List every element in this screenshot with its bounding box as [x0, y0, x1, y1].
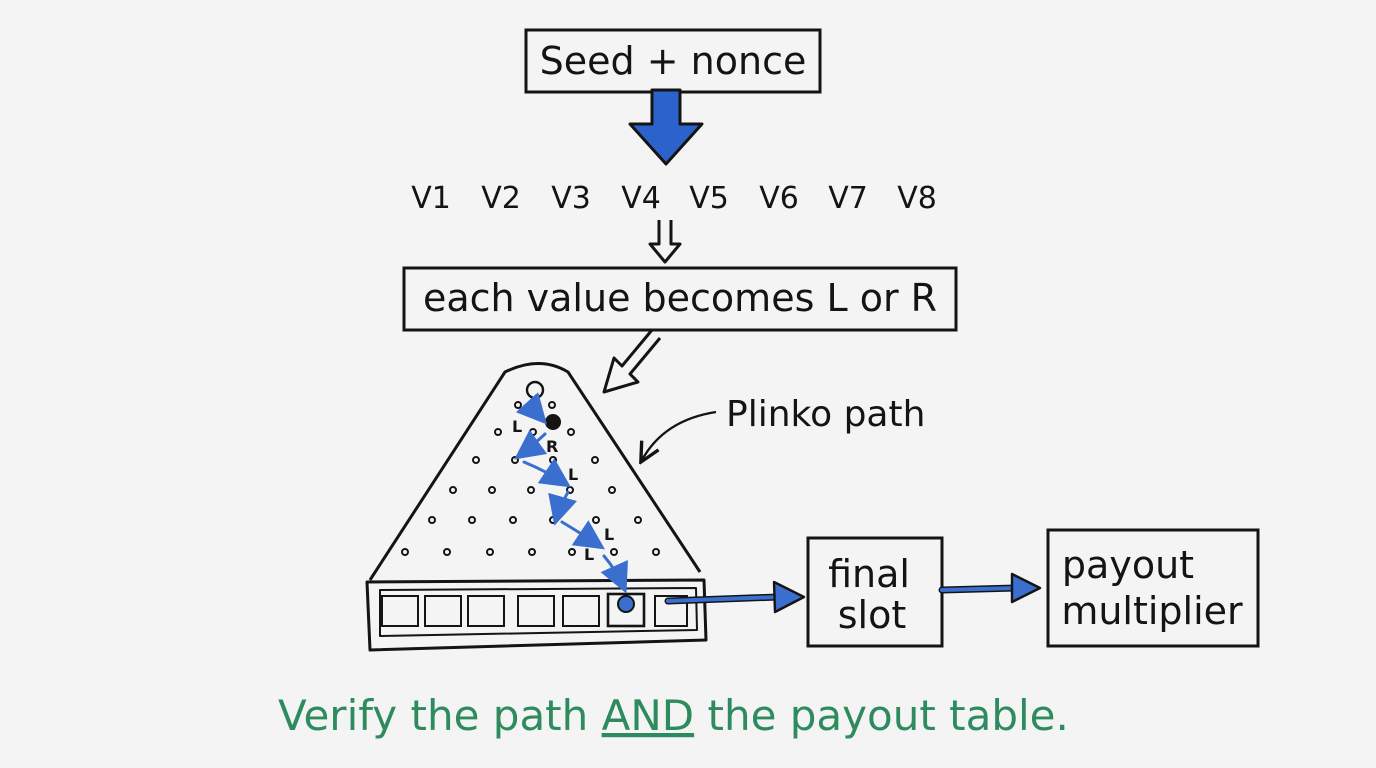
payout-multiplier-box: payout multiplier — [1046, 528, 1260, 648]
final-slot-box: final slot — [806, 536, 944, 648]
path-label-2: R — [546, 437, 558, 456]
board-slots — [381, 592, 688, 628]
mapping-label: each value becomes L or R — [423, 276, 937, 320]
value-v1: V1 — [411, 181, 451, 216]
footer-note: Verify the path AND the payout table. — [278, 691, 1069, 740]
payout-line1: payout — [1062, 543, 1194, 587]
seed-nonce-label: Seed + nonce — [540, 39, 807, 83]
footer-emphasis: AND — [602, 691, 695, 740]
footer-part2: the payout table. — [694, 691, 1069, 740]
path-label-1: L — [512, 417, 522, 436]
footer-part1: Verify the path — [278, 691, 602, 740]
value-v4: V4 — [621, 181, 661, 216]
values-to-mapping-arrow — [648, 220, 682, 264]
board-to-slot-arrow — [664, 580, 806, 614]
value-v8: V8 — [897, 181, 937, 216]
plinko-board — [365, 362, 708, 652]
plinko-ball — [545, 414, 561, 430]
final-slot-line2: slot — [838, 593, 907, 637]
mapping-to-board-arrow — [602, 329, 662, 394]
path-label-5: L — [584, 545, 594, 564]
plinko-path-annotation: Plinko path — [726, 394, 925, 435]
annotation-arrow — [642, 410, 717, 460]
value-v2: V2 — [481, 181, 521, 216]
board-pegs — [401, 401, 660, 556]
drop-start-marker — [525, 380, 545, 400]
values-row: V1 V2 V3 V4 V5 V6 V7 V8 — [411, 181, 937, 216]
value-v3: V3 — [551, 181, 591, 216]
plinko-path — [514, 392, 628, 594]
landed-ball — [617, 595, 635, 613]
seed-nonce-box: Seed + nonce — [524, 28, 822, 94]
value-v6: V6 — [759, 181, 799, 216]
payout-line2: multiplier — [1061, 589, 1243, 633]
slot-to-payout-arrow — [938, 572, 1042, 604]
mapping-box: each value becomes L or R — [402, 266, 958, 332]
seed-to-values-arrow — [628, 88, 704, 166]
path-labels: L R L L L — [512, 417, 614, 564]
final-slot-line1: final — [828, 552, 910, 596]
path-label-4: L — [604, 525, 614, 544]
value-v5: V5 — [689, 181, 729, 216]
value-v7: V7 — [828, 181, 868, 216]
path-label-3: L — [568, 465, 578, 484]
